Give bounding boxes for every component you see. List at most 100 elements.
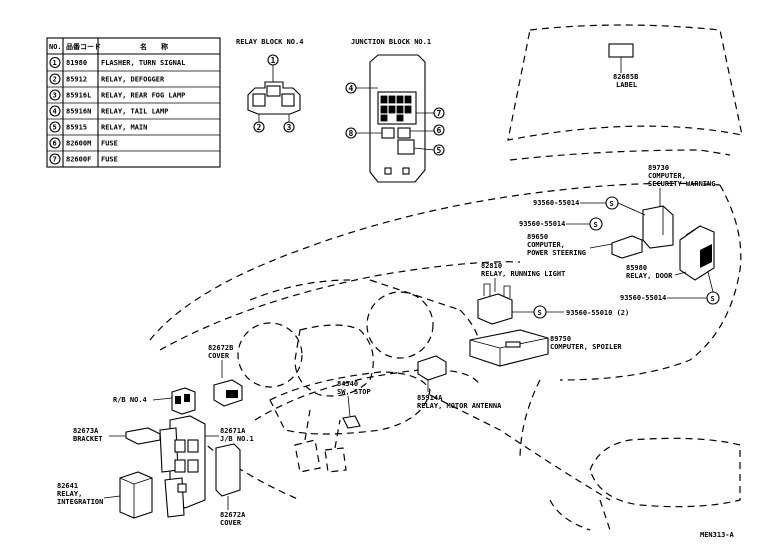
bolt-1: 93560-55014 S <box>533 196 646 216</box>
jb-code: 82671A <box>220 427 246 435</box>
jb-name: J/B NO.1 <box>220 435 254 443</box>
stop-name: SW, STOP <box>337 388 371 396</box>
spoiler-code: 89750 <box>550 335 571 343</box>
table-row: 6 82600M FUSE <box>49 137 118 149</box>
row-name: FUSE <box>101 140 118 148</box>
screw-symbol: S <box>538 309 542 317</box>
row-no: 2 <box>53 76 57 84</box>
ps-line2: POWER STEERING <box>527 249 586 257</box>
bolt-3: 93560-55014 S <box>620 271 720 305</box>
bolt3-text: 93560-55014 <box>620 294 666 302</box>
cover-82672a: 82672A COVER <box>215 443 246 527</box>
rl-name: RELAY, RUNNING LIGHT <box>481 270 565 278</box>
relay-block-heading: RELAY BLOCK NO.4 <box>236 38 303 46</box>
callout-5: 5 <box>437 146 442 155</box>
callout-1: 1 <box>271 56 276 65</box>
row-name: RELAY, DEFOGGER <box>101 76 165 84</box>
screw-symbol: S <box>594 221 598 229</box>
row-no: 7 <box>53 156 57 164</box>
cover2-code: 82672A <box>220 511 246 519</box>
relay-block-no4: RELAY BLOCK NO.4 1 2 3 <box>236 38 303 133</box>
bolt-2: 93560-55014 S <box>519 217 603 231</box>
screw-symbol: S <box>711 295 715 303</box>
windshield: 82685B LABEL <box>507 24 743 141</box>
door-relay: 85980 RELAY, DOOR <box>626 225 715 281</box>
row-no: 6 <box>53 140 57 148</box>
label-name: LABEL <box>616 81 637 89</box>
row-code: 85916L <box>66 92 91 100</box>
relint-line2: INTEGRATION <box>57 498 103 506</box>
table-header-code: 品番コード <box>66 42 101 51</box>
junction-block-assembly: 82671A J/B NO.1 <box>159 415 254 518</box>
stop-code: 84340 <box>337 380 358 388</box>
table-row: 7 82600F FUSE <box>49 153 118 165</box>
callout-2: 2 <box>257 123 262 132</box>
callout-6: 6 <box>437 126 442 135</box>
running-light-relay: 82810 RELAY, RUNNING LIGHT <box>477 262 565 325</box>
junction-block-no1: JUNCTION BLOCK NO.1 4 7 6 8 <box>345 38 445 183</box>
row-code: 85916N <box>66 108 91 116</box>
rl-code: 82810 <box>481 262 502 270</box>
door-name: RELAY, DOOR <box>626 272 673 280</box>
ant-code: 85914A <box>417 394 443 402</box>
row-no: 4 <box>53 108 57 116</box>
cover-name: COVER <box>208 352 230 360</box>
table-header-no: NO. <box>49 43 62 51</box>
ant-name: RELAY, MOTOR ANTENNA <box>417 402 502 410</box>
table-row: 2 85912 RELAY, DEFOGGER <box>49 73 165 85</box>
relay-block-4: R/B NO.4 <box>113 387 196 415</box>
sec-code: 89730 <box>648 164 669 172</box>
table-header-name: 名 称 <box>140 42 168 51</box>
row-code: 85912 <box>66 76 87 84</box>
row-code: 85915 <box>66 124 87 132</box>
row-name: RELAY, MAIN <box>101 124 147 132</box>
cover-82672b: 82672B COVER <box>208 344 243 407</box>
bolt-4: S 93560-55010 (2) <box>512 305 629 319</box>
callout-3: 3 <box>287 123 292 132</box>
row-no: 5 <box>53 124 57 132</box>
row-no: 1 <box>53 59 57 67</box>
row-code: 81980 <box>66 59 87 67</box>
bolt1-text: 93560-55014 <box>533 199 579 207</box>
relint-line1: RELAY, <box>57 490 82 498</box>
table-row: 5 85915 RELAY, MAIN <box>49 121 147 133</box>
sec-line1: COMPUTER, <box>648 172 686 180</box>
ps-line1: COMPUTER, <box>527 241 565 249</box>
security-computer: 89730 COMPUTER, SECURITY WARNING <box>642 164 715 249</box>
integration-relay: 82641 RELAY, INTEGRATION <box>57 471 153 519</box>
row-code: 82600F <box>66 156 91 164</box>
row-code: 82600M <box>66 140 91 148</box>
row-name: RELAY, REAR FOG LAMP <box>101 92 185 100</box>
power-steering-computer: 89650 COMPUTER, POWER STEERING <box>527 233 643 259</box>
relint-code: 82641 <box>57 482 78 490</box>
door-code: 85980 <box>626 264 647 272</box>
row-name: FLASHER, TURN SIGNAL <box>101 59 185 67</box>
motor-antenna-relay: 85914A RELAY, MOTOR ANTENNA <box>417 355 502 410</box>
bracket: 82673A BRACKET <box>73 427 161 445</box>
table-row: 1 81980 FLASHER, TURN SIGNAL <box>49 56 185 69</box>
label-code: 82685B <box>613 73 638 81</box>
callout-7: 7 <box>437 109 442 118</box>
callout-8: 8 <box>349 129 354 138</box>
cover-code: 82672B <box>208 344 233 352</box>
bolt4-text: 93560-55010 (2) <box>566 309 629 317</box>
spoiler-computer: 89750 COMPUTER, SPOILER <box>469 329 622 367</box>
table-row: 3 85916L RELAY, REAR FOG LAMP <box>49 89 185 101</box>
screw-symbol: S <box>610 200 614 208</box>
ps-code: 89650 <box>527 233 548 241</box>
table-row: 4 85916N RELAY, TAIL LAMP <box>49 105 168 117</box>
cover2-name: COVER <box>220 519 242 527</box>
bolt2-text: 93560-55014 <box>519 220 565 228</box>
junction-block-heading: JUNCTION BLOCK NO.1 <box>351 38 431 46</box>
spoiler-name: COMPUTER, SPOILER <box>550 343 622 351</box>
bracket-code: 82673A <box>73 427 99 435</box>
parts-table: NO. 品番コード 名 称 1 81980 FLASHER, TURN SIGN… <box>46 37 221 168</box>
bracket-name: BRACKET <box>73 435 103 443</box>
row-no: 3 <box>53 92 57 100</box>
rb-name: R/B NO.4 <box>113 396 147 404</box>
stop-switch: 84340 SW, STOP <box>337 380 371 429</box>
sec-line2: SECURITY WARNING <box>648 180 715 188</box>
row-name: FUSE <box>101 156 118 164</box>
